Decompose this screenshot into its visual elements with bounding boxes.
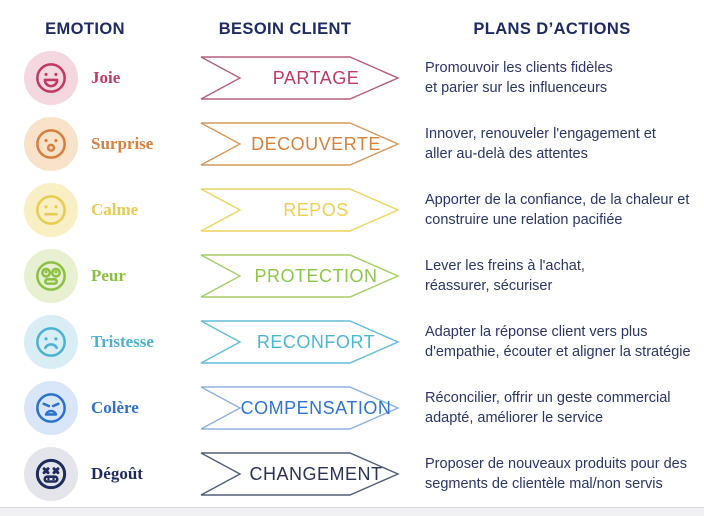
header-plans-actions: PLANS D’ACTIONS <box>473 20 631 38</box>
need-label: PARTAGE <box>272 67 360 88</box>
plan-text: Promouvoir les clients fidèles et parier… <box>400 58 704 98</box>
need-arrow: COMPENSATION <box>200 386 400 430</box>
plan-line: Innover, renouveler l'engagement et <box>425 126 656 142</box>
need-arrow: PROTECTION <box>200 254 400 298</box>
emotion-label: Joie <box>91 68 121 87</box>
emotion-label: Surprise <box>91 134 154 153</box>
plan-line: réassurer, sécuriser <box>425 278 553 294</box>
row-colere: Colère COMPENSATION Réconcilier, offrir … <box>0 375 704 441</box>
row-surprise: Surprise DECOUVERTE Innover, renouveler … <box>0 111 704 177</box>
row-tristesse: Tristesse RECONFORT Adapter la réponse c… <box>0 309 704 375</box>
emotion-label: Colère <box>91 398 139 417</box>
need-label: CHANGEMENT <box>249 463 383 484</box>
neutral-face-icon <box>24 183 78 237</box>
emotion-cell: Colère <box>0 381 170 435</box>
plan-line: adapté, améliorer le service <box>425 410 604 426</box>
plan-line: aller au-delà des attentes <box>425 146 588 162</box>
plan-line: Apporter de la confiance, de la chaleur … <box>425 192 690 208</box>
need-label: PROTECTION <box>254 265 378 286</box>
plan-line: segments de clientèle mal/non servis <box>425 476 663 492</box>
need-arrow: CHANGEMENT <box>200 452 400 496</box>
plan-line: Réconcilier, offrir un geste commercial <box>425 390 671 406</box>
plan-line: Proposer de nouveaux produits pour des <box>425 456 687 472</box>
disgust-face-icon <box>24 447 78 501</box>
plan-line: Adapter la réponse client vers plus <box>425 324 648 340</box>
plan-text: Apporter de la confiance, de la chaleur … <box>400 190 704 230</box>
need-label: RECONFORT <box>256 331 376 352</box>
emotion-cell: Peur <box>0 249 170 303</box>
need-arrow: PARTAGE <box>200 56 400 100</box>
emotion-cell: Dégoût <box>0 447 170 501</box>
emotion-label: Dégoût <box>91 464 143 483</box>
joy-smiley-icon <box>24 51 78 105</box>
column-headers: EMOTION BESOIN CLIENT PLANS D’ACTIONS <box>0 0 704 45</box>
emotion-cell: Surprise <box>0 117 170 171</box>
emotion-label: Calme <box>91 200 139 219</box>
header-emotion: EMOTION <box>45 20 125 38</box>
emotion-cell: Joie <box>0 51 170 105</box>
row-joie: Joie PARTAGE Promouvoir les clients fidè… <box>0 45 704 111</box>
plan-text: Adapter la réponse client vers plus d'em… <box>400 322 704 362</box>
emotion-label: Tristesse <box>91 332 154 351</box>
plan-text: Proposer de nouveaux produits pour des s… <box>400 454 704 494</box>
need-label: COMPENSATION <box>240 397 392 418</box>
plan-text: Lever les freins à l'achat, réassurer, s… <box>400 256 704 296</box>
need-arrow: REPOS <box>200 188 400 232</box>
row-peur: Peur PROTECTION Lever les freins à l'ach… <box>0 243 704 309</box>
need-arrow: RECONFORT <box>200 320 400 364</box>
angry-face-icon <box>24 381 78 435</box>
bottom-edge-strip <box>0 507 704 516</box>
row-calme: Calme REPOS Apporter de la confiance, de… <box>0 177 704 243</box>
header-besoin-client: BESOIN CLIENT <box>218 20 352 38</box>
emotion-cell: Tristesse <box>0 315 170 369</box>
plan-line: d'empathie, écouter et aligner la straté… <box>425 344 691 360</box>
need-label: DECOUVERTE <box>251 133 381 154</box>
surprised-face-icon <box>24 117 78 171</box>
plan-text: Réconcilier, offrir un geste commercial … <box>400 388 704 428</box>
plan-line: et parier sur les influenceurs <box>425 80 608 96</box>
sad-face-icon <box>24 315 78 369</box>
emotion-cell: Calme <box>0 183 170 237</box>
emotion-label: Peur <box>91 266 126 285</box>
plan-text: Innover, renouveler l'engagement et alle… <box>400 124 704 164</box>
need-arrow: DECOUVERTE <box>200 122 400 166</box>
emotion-rows: Joie PARTAGE Promouvoir les clients fidè… <box>0 45 704 507</box>
need-label: REPOS <box>283 199 349 220</box>
row-degout: Dégoût CHANGEMENT Proposer de nouveaux p… <box>0 441 704 507</box>
plan-line: construire une relation pacifiée <box>425 212 623 228</box>
fear-face-icon <box>24 249 78 303</box>
plan-line: Lever les freins à l'achat, <box>425 258 585 274</box>
plan-line: Promouvoir les clients fidèles <box>425 60 613 76</box>
